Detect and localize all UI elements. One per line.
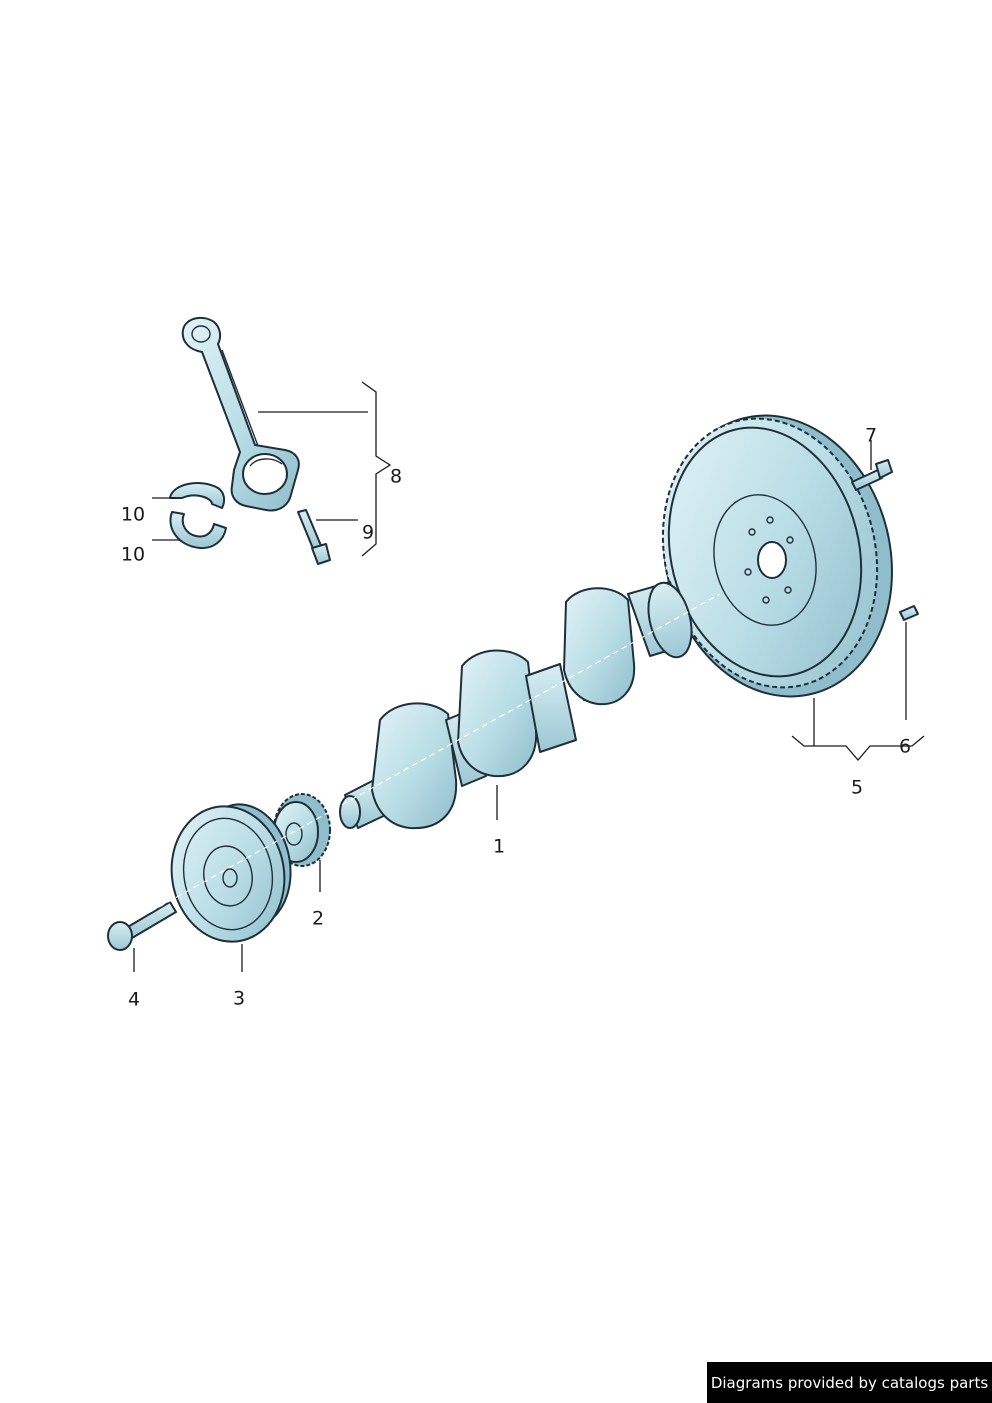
callout-9[interactable]: 9 <box>361 521 375 544</box>
callout-2[interactable]: 2 <box>311 907 325 930</box>
rod-bolt <box>297 509 331 565</box>
callout-1[interactable]: 1 <box>492 835 506 858</box>
callout-4[interactable]: 4 <box>127 988 141 1011</box>
callout-10-upper[interactable]: 10 <box>120 503 146 526</box>
callout-10-lower[interactable]: 10 <box>120 543 146 566</box>
callout-3[interactable]: 3 <box>232 987 246 1010</box>
leader-lines <box>133 381 925 972</box>
flywheel-bolt <box>851 459 893 491</box>
flywheel <box>661 414 893 698</box>
connecting-rod <box>181 316 300 512</box>
dowel-pin <box>899 605 919 621</box>
bearing-shells <box>169 482 227 550</box>
crankshaft <box>339 581 693 830</box>
callout-6[interactable]: 6 <box>898 735 912 758</box>
pulley-bolt <box>107 901 177 951</box>
callout-8[interactable]: 8 <box>389 465 403 488</box>
callout-5[interactable]: 5 <box>850 776 864 799</box>
callout-7[interactable]: 7 <box>864 424 878 447</box>
credit-banner: Diagrams provided by catalogs parts <box>707 1362 992 1403</box>
crankshaft-pulley <box>170 803 292 943</box>
